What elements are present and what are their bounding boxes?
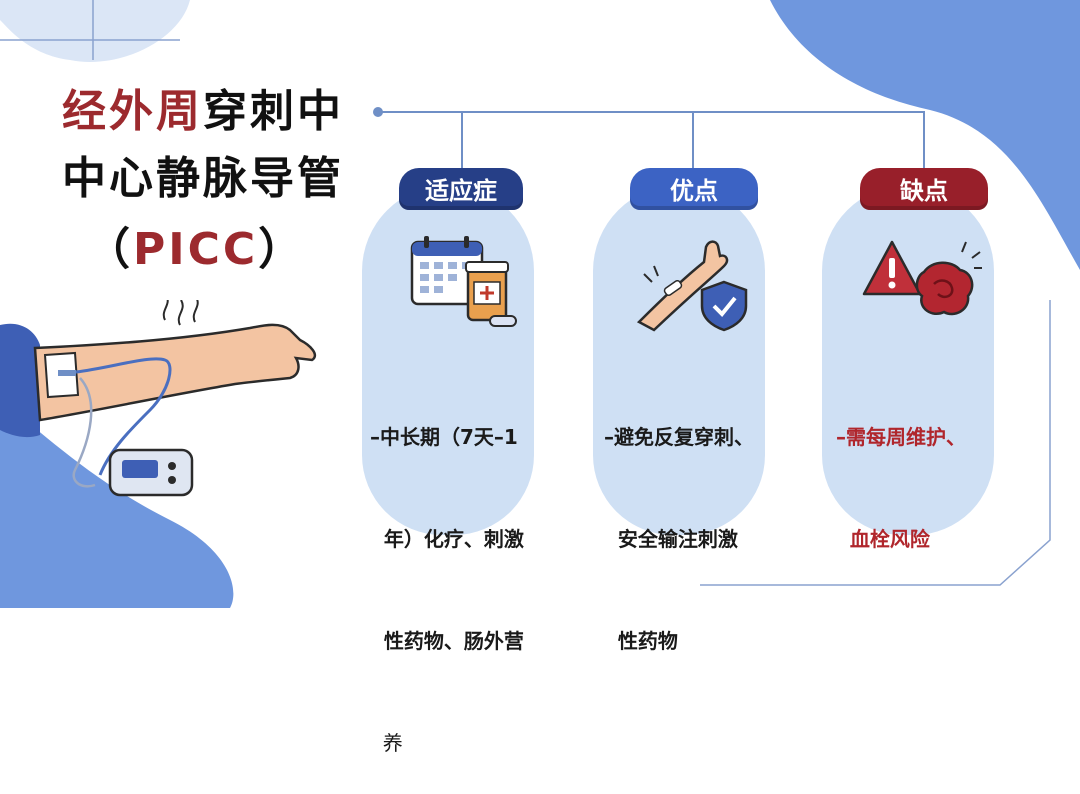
label-indications: 适应症 bbox=[399, 168, 523, 210]
title-line-1: 经外周穿刺中 bbox=[62, 90, 344, 134]
top-right-blob bbox=[770, 0, 1080, 270]
arm-picc-device-icon bbox=[0, 300, 317, 497]
advantages-line-2: 安全输注刺激 bbox=[604, 527, 738, 551]
title-accent-picc: PICC bbox=[133, 224, 259, 275]
card-advantages bbox=[593, 185, 765, 535]
disadvantages-line-2: 血栓风险 bbox=[836, 527, 930, 551]
arm-shield-icon bbox=[636, 240, 748, 332]
title-line-2: 中心静脉导管 bbox=[62, 153, 344, 204]
indications-text: –中长期（7天–1 年）化疗、刺激 性药物、肠外营 养 bbox=[370, 352, 524, 794]
disadvantages-line-1: –需每周维护、 bbox=[836, 425, 966, 449]
disadvantages-text: –需每周维护、 血栓风险 bbox=[836, 352, 966, 590]
frame-line-bottom-right bbox=[700, 300, 1051, 586]
label-disadvantages: 缺点 bbox=[860, 168, 988, 210]
warning-clot-icon bbox=[862, 240, 982, 316]
title-paren-close: ） bbox=[258, 224, 306, 275]
advantages-text: –避免反复穿刺、 安全输注刺激 性药物 bbox=[604, 352, 754, 692]
indications-line-4: 养 bbox=[370, 731, 403, 755]
indications-line-3: 性药物、肠外营 bbox=[370, 629, 524, 653]
indications-line-2: 年）化疗、刺激 bbox=[370, 527, 524, 551]
title-line-3: （PICC） bbox=[86, 228, 305, 272]
bottom-left-blob bbox=[0, 400, 234, 608]
title-accent-1: 经外周 bbox=[62, 86, 203, 137]
top-left-blob bbox=[0, 0, 190, 62]
title-rest-1: 穿刺中 bbox=[203, 86, 344, 137]
title-paren-open: （ bbox=[86, 224, 133, 275]
calendar-medicine-icon bbox=[410, 236, 517, 327]
indications-line-1: –中长期（7天–1 bbox=[370, 425, 518, 449]
label-advantages: 优点 bbox=[630, 168, 758, 210]
background-decoration bbox=[0, 0, 1080, 608]
advantages-line-3: 性药物 bbox=[604, 629, 678, 653]
advantages-line-1: –避免反复穿刺、 bbox=[604, 425, 754, 449]
